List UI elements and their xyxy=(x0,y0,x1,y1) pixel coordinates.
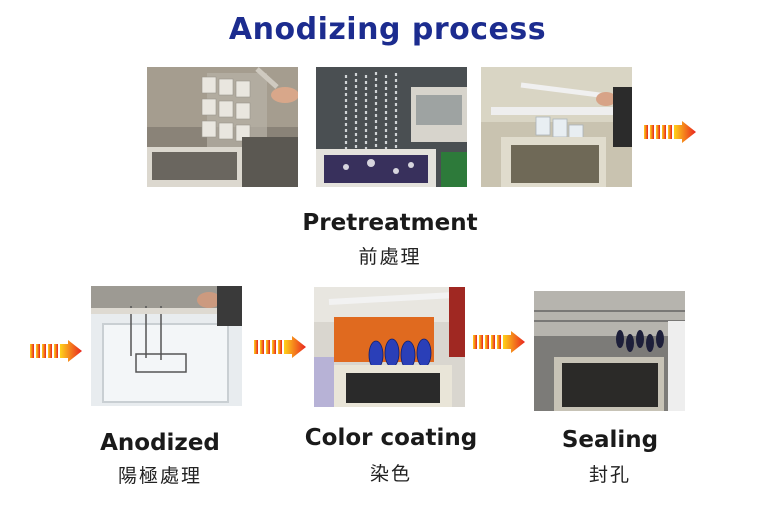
stage-sublabel-color-coating: 染色 xyxy=(369,463,412,485)
pretreatment-photo-2 xyxy=(316,67,467,187)
pretreatment-photo-3 xyxy=(481,67,632,187)
stage-label-color-coating: Color coating xyxy=(304,425,478,451)
anodized-photo xyxy=(91,286,242,406)
stage-sublabel-sealing: 封孔 xyxy=(588,464,631,486)
stage-sublabel-anodized: 陽極處理 xyxy=(117,465,202,487)
stage-label-anodized: Anodized xyxy=(100,430,220,456)
pretreatment-photo-1 xyxy=(147,67,298,187)
flow-arrow-3 xyxy=(254,336,306,358)
stage-sublabel-pretreatment: 前處理 xyxy=(358,246,422,268)
stage-label-sealing: Sealing xyxy=(561,427,659,453)
page-title: Anodizing process xyxy=(228,12,547,47)
flow-arrow-1 xyxy=(644,121,696,143)
flow-arrow-4 xyxy=(473,331,525,353)
sealing-photo xyxy=(534,291,685,411)
stage-label-pretreatment: Pretreatment xyxy=(302,210,478,236)
color-coating-photo xyxy=(314,287,465,407)
flow-arrow-2 xyxy=(30,340,82,362)
